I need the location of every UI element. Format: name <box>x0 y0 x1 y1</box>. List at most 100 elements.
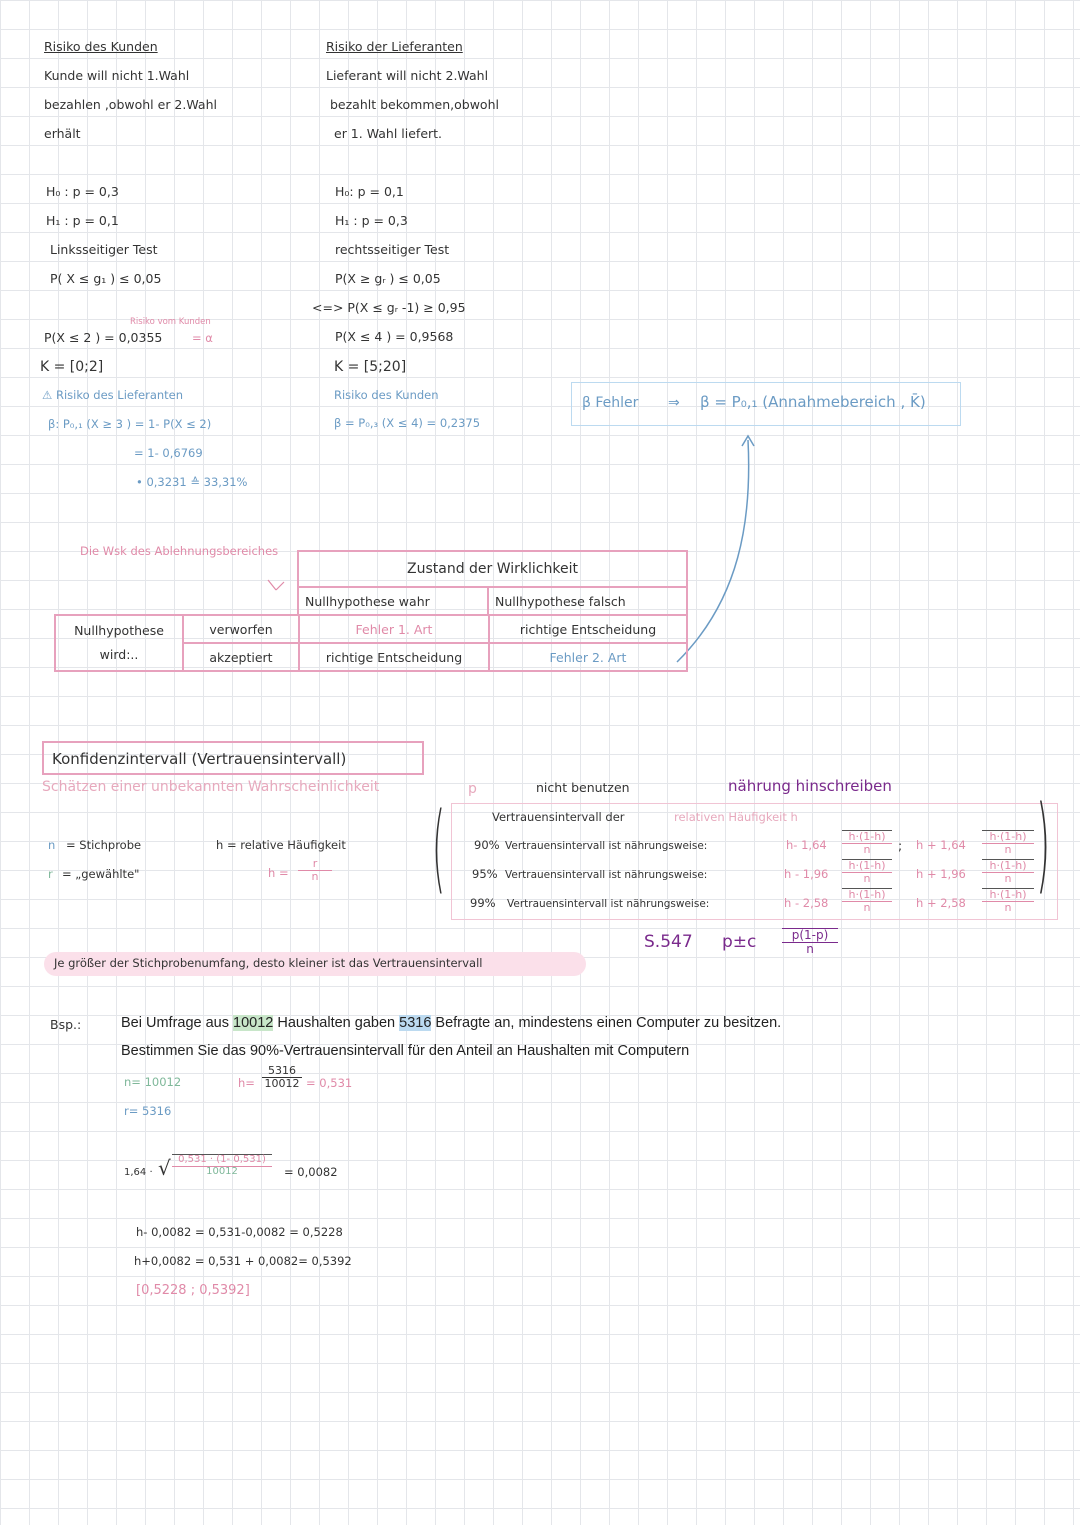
page-ref: S.547 <box>644 932 693 952</box>
implies-arrow: ⇒ <box>668 395 680 411</box>
beta-formula: β = P₀,₁ (Annahmebereich , K̄) <box>700 393 926 411</box>
key-statement-pill: Je größer der Stichprobenumfang, desto k… <box>44 952 586 976</box>
fraction-denominator: n <box>1004 900 1012 914</box>
h1-kunden: H₁ : p = 0,1 <box>46 213 119 228</box>
fraction-numerator: h·(1-h) <box>982 860 1034 873</box>
row-90-low: h- 1,64 <box>786 838 827 852</box>
error-table: Nullhypothese wird:.. verworfen Fehler 1… <box>54 614 688 672</box>
fraction-denominator: 10012 <box>206 1165 238 1177</box>
fraction-denominator: n <box>863 842 871 856</box>
def-h-fraction: r n <box>298 858 332 882</box>
text-line: erhält <box>44 126 81 141</box>
h1-lieferanten: H₁ : p = 0,3 <box>335 213 408 228</box>
row-99-low-sqrt: h·(1-h) n <box>842 888 892 913</box>
def-h: h = relative Häufigkeit <box>216 838 346 852</box>
prob-kunden: P(X ≤ 2 ) = 0,0355 <box>44 330 163 345</box>
text-line: Lieferant will nicht 2.Wahl <box>326 68 489 83</box>
interval-box-title: Vertrauensintervall der <box>492 810 625 824</box>
formula-p-pm-c: p±c <box>722 932 757 952</box>
prob-lieferanten: P(X ≤ 4 ) = 0,9568 <box>335 329 454 344</box>
fraction-denominator: n <box>863 900 871 914</box>
row-90-high-sqrt: h·(1-h) n <box>982 830 1034 855</box>
p-symbol: p <box>468 781 477 797</box>
cell-fehler-2-art: Fehler 2. Art <box>488 642 688 672</box>
example-text-part: Haushalten gaben <box>273 1015 400 1031</box>
text-line: er 1. Wahl liefert. <box>334 126 443 141</box>
heading-risiko-kunden: Risiko des Kunden <box>44 39 158 54</box>
fraction-denominator: n <box>1004 871 1012 885</box>
fraction-numerator: p(1-p) <box>782 929 838 943</box>
confidence-subtitle: Schätzen einer unbekannten Wahrscheinlic… <box>42 779 380 795</box>
row-95-text: Vertrauensintervall ist nährungsweise: <box>505 869 708 881</box>
row-head: Nullhypothese wird:.. <box>54 614 184 672</box>
formula-sqrt: p(1-p) n <box>782 928 838 955</box>
key-statement: Je größer der Stichprobenumfang, desto k… <box>54 956 483 970</box>
fraction-numerator: h·(1-h) <box>842 860 892 873</box>
fraction-numerator: h·(1-h) <box>982 831 1034 844</box>
condition-kunden: P( X ≤ g₁ ) ≤ 0,05 <box>50 271 162 286</box>
beta-line: • 0,3231 ≙ 33,31% <box>136 475 248 489</box>
def-r-desc: = „gewählte" <box>62 867 140 881</box>
example-text-2: Bestimmen Sie das 90%-Vertrauensinterval… <box>121 1043 690 1059</box>
example-h-eq: h= <box>238 1076 255 1090</box>
header-zustand: Zustand der Wirklichkeit <box>297 550 688 587</box>
row-90-high: h + 1,64 <box>916 838 966 852</box>
text-line: bezahlen ,obwohl er 2.Wahl <box>44 97 217 112</box>
fraction-denominator: n <box>806 941 814 956</box>
h0-kunden: H₀ : p = 0,3 <box>46 184 119 199</box>
fraction-denominator: 10012 <box>264 1076 300 1090</box>
risk-label-kunden: Risiko des Kunden <box>334 388 439 402</box>
row-99-high-sqrt: h·(1-h) n <box>982 888 1034 913</box>
beta-line: β: P₀,₁ (X ≥ 3 ) = 1- P(X ≤ 2) <box>48 417 212 431</box>
example-h-value: = 0,531 <box>306 1076 353 1090</box>
row-99-high: h + 2,58 <box>916 896 966 910</box>
cell-richtige-entscheidung: richtige Entscheidung <box>488 614 688 644</box>
row-95-high: h + 1,96 <box>916 867 966 881</box>
col-nullhypothese-wahr: Nullhypothese wahr <box>297 586 489 616</box>
heading-risiko-lieferanten: Risiko der Lieferanten <box>326 39 463 54</box>
ablehnungsbereich-note: Die Wsk des Ablehnungsbereiches <box>80 544 279 558</box>
row-verworfen-label: verworfen <box>182 614 300 644</box>
row-head-line-2: wird:.. <box>99 647 139 662</box>
fraction-numerator: h·(1-h) <box>842 889 892 902</box>
def-h-eq: h = <box>268 866 289 880</box>
calc-fraction: 0,531 · (1- 0,531) 10012 <box>172 1154 272 1177</box>
calc-plus: h+0,0082 = 0,531 + 0,0082= 0,5392 <box>134 1254 352 1268</box>
row-95-low: h - 1,96 <box>784 867 829 881</box>
example-h-fraction: 5316 10012 <box>262 1065 302 1089</box>
condition-lieferanten-2: <=> P(X ≤ gᵣ -1) ≥ 0,95 <box>312 300 466 315</box>
note-risiko-vom-kunden: Risiko vom Kunden <box>130 317 211 327</box>
example-label: Bsp.: <box>50 1017 82 1032</box>
fraction-numerator: h·(1-h) <box>842 831 892 844</box>
confidence-title-box: Konfidenzintervall (Vertrauensintervall) <box>42 741 424 775</box>
example-text-1: Bei Umfrage aus 10012 Haushalten gaben 5… <box>121 1015 782 1031</box>
beta-fehler-label: β Fehler <box>582 395 639 411</box>
result-interval: [0,5228 ; 0,5392] <box>136 1283 250 1298</box>
col-nullhypothese-falsch: Nullhypothese falsch <box>487 586 688 616</box>
k-range-lieferanten: K = [5;20] <box>334 359 407 375</box>
example-text-part: Befragte an, mindestens einen Computer z… <box>431 1015 782 1031</box>
row-head-line-1: Nullhypothese <box>74 623 164 639</box>
text-line: Kunde will nicht 1.Wahl <box>44 68 190 83</box>
calc-minus: h- 0,0082 = 0,531-0,0082 = 0,5228 <box>136 1225 343 1239</box>
interval-box-title-2: relativen Häufigkeit h <box>674 810 798 824</box>
k-range-kunden: K = [0;2] <box>40 359 104 375</box>
nicht-benutzen-note: nicht benutzen <box>536 780 630 795</box>
beta-line: = 1- 0,6769 <box>134 446 203 460</box>
fraction-numerator: h·(1-h) <box>982 889 1034 902</box>
highlight-r: 5316 <box>399 1015 432 1031</box>
risk-label-lieferanten: ⚠ Risiko des Lieferanten <box>42 388 184 402</box>
paren-left: ( <box>432 792 446 904</box>
interval-box <box>451 803 1058 920</box>
row-99-text: Vertrauensintervall ist nährungsweise: <box>507 898 710 910</box>
calc-factor: 1,64 · <box>124 1167 153 1178</box>
fraction-denominator: n <box>1004 842 1012 856</box>
row-akzeptiert-label: akzeptiert <box>182 642 300 672</box>
def-n-desc: = Stichprobe <box>66 838 142 852</box>
sqrt-sign: √ <box>158 1156 171 1180</box>
naehrung-note: nährung hinschreiben <box>728 777 892 795</box>
example-r: r= 5316 <box>124 1104 172 1118</box>
def-r: r <box>48 867 53 881</box>
cell-richtige-entscheidung: richtige Entscheidung <box>298 642 490 672</box>
row-99-low: h - 2,58 <box>784 896 829 910</box>
